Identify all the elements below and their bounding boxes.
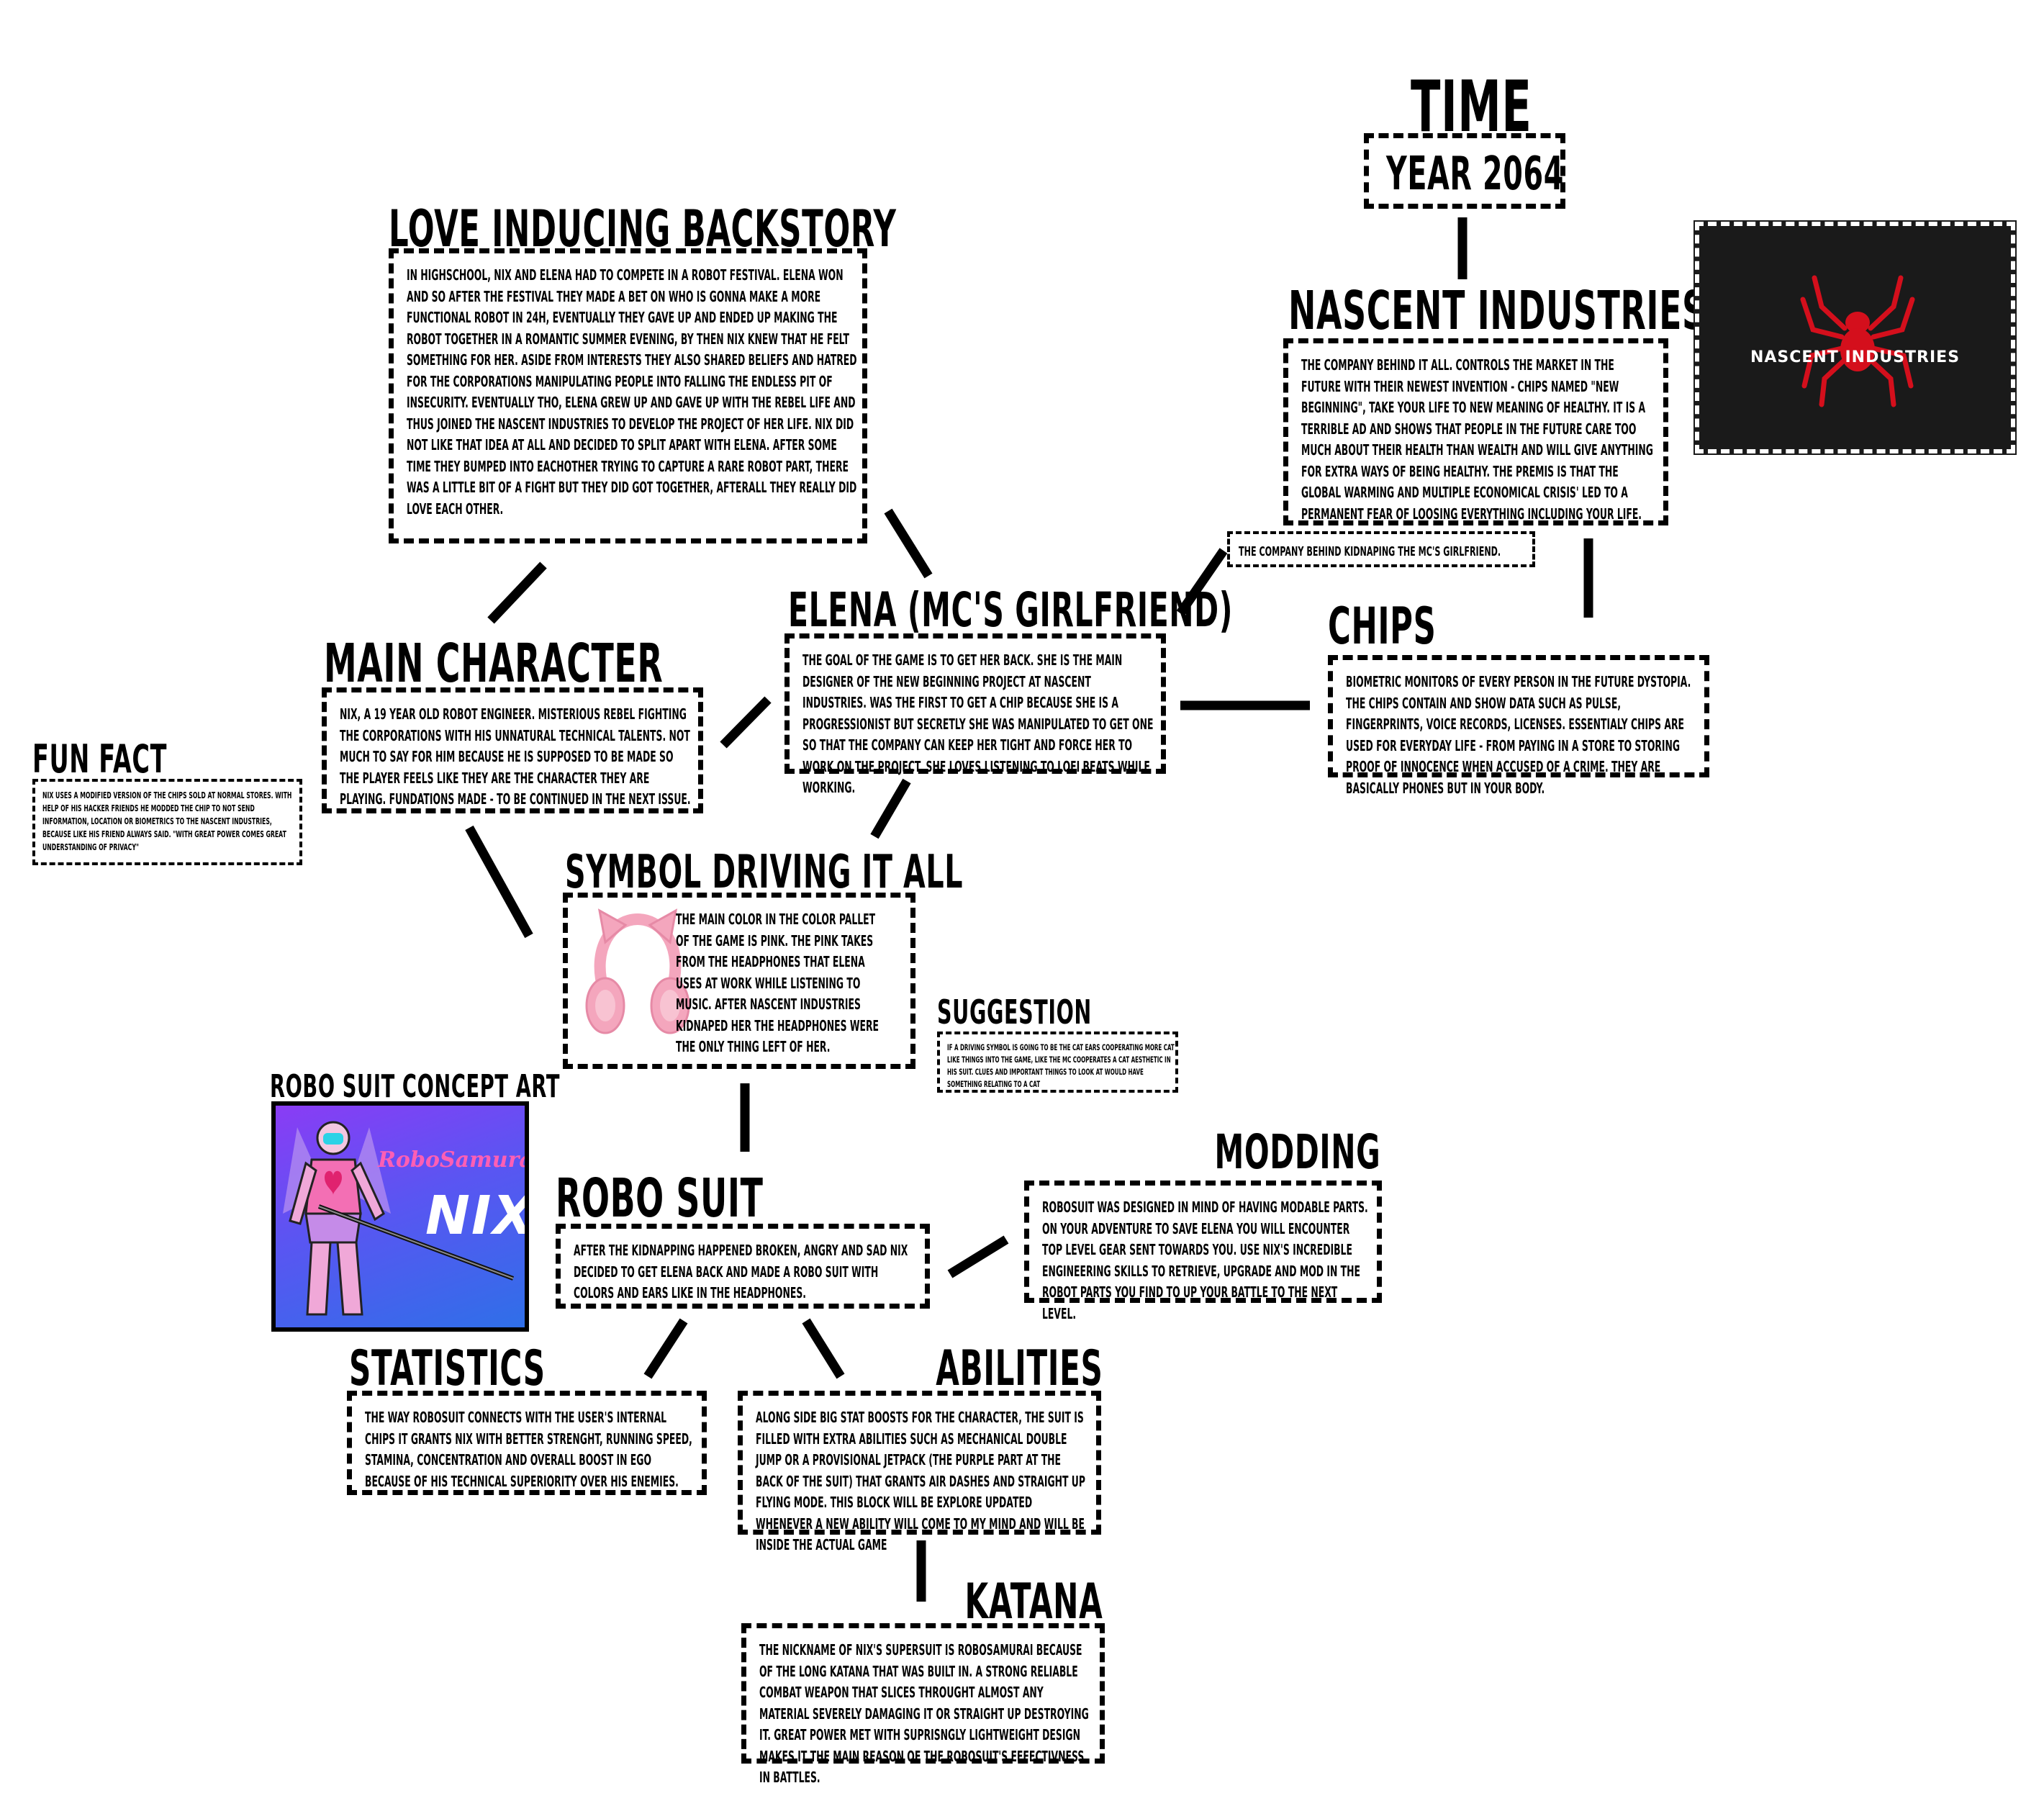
nascent-logo-text: NASCENT INDUSTRIES — [1750, 348, 1961, 366]
katana-text: The nickname of Nix's supersuit is RoboS… — [759, 1641, 1089, 1786]
chips-box: Biometric monitors of every person in th… — [1328, 655, 1709, 797]
elena-box: The goal of the game is to get her back.… — [784, 633, 1166, 796]
time-year: YEAR 2064 — [1386, 148, 1564, 201]
symbol-title: SYMBOL DRIVING IT ALL — [565, 846, 964, 899]
abilities-box: Along side big stat boosts for the chara… — [738, 1391, 1101, 1553]
robo-suit-box: After the kidnapping happened broken, an… — [556, 1224, 930, 1309]
modding-text: Robosuit was designed in mind of having … — [1042, 1199, 1368, 1322]
nascent-note: The company behind kidnaping the MC's gi… — [1239, 544, 1501, 559]
main-character-box: Nix, a 19 year old robot engineer. Miste… — [322, 687, 703, 813]
time-title: TIME — [1411, 66, 1532, 148]
chips-text: Biometric monitors of every person in th… — [1346, 673, 1691, 797]
suggestion-text: If a driving symbol is going to be the c… — [947, 1042, 1175, 1089]
modding-box: Robosuit was designed in mind of having … — [1024, 1181, 1382, 1322]
backstory-title: LOVE INDUCING BACKSTORY — [389, 199, 897, 258]
connector-backstory-main — [487, 561, 547, 624]
connector-main-elena — [720, 696, 772, 749]
statistics-text: The way robosuit connects with the user'… — [365, 1409, 692, 1490]
connector-nascent-elena — [1176, 548, 1228, 616]
suggestion-box: If a driving symbol is going to be the c… — [937, 1032, 1178, 1093]
pink-cat-ear-headphones-icon — [585, 908, 690, 1034]
symbol-text: The main color in the color pallet of th… — [676, 911, 879, 1055]
robo-suit-figure-icon — [283, 1121, 515, 1316]
connector-backstory-elena — [884, 508, 933, 579]
elena-text: The goal of the game is to get her back.… — [802, 651, 1154, 796]
statistics-title: STATISTICS — [349, 1340, 546, 1397]
concept-art-title: ROBO SUIT CONCEPT ART — [270, 1068, 561, 1105]
connector-main-symbol — [465, 825, 533, 939]
concept-art-logo: RoboSamurai — [378, 1147, 529, 1173]
statistics-box: The way robosuit connects with the user'… — [347, 1391, 707, 1495]
nascent-title: NASCENT INDUSTRIES — [1288, 280, 1706, 342]
connector-robosuit-modding — [947, 1235, 1009, 1278]
nascent-box: The company behind it all. Controls the … — [1283, 338, 1668, 525]
robo-suit-title: ROBO SUIT — [556, 1168, 764, 1229]
abilities-text: Along side big stat boosts for the chara… — [756, 1409, 1085, 1553]
time-year-box: YEAR 2064 — [1364, 133, 1565, 209]
backstory-text: In highschool, Nix and Elena had to comp… — [407, 266, 857, 518]
robo-suit-text: After the kidnapping happened broken, an… — [574, 1242, 908, 1301]
chips-title: CHIPS — [1328, 597, 1437, 656]
connector-robosuit-statistics — [643, 1318, 688, 1379]
symbol-box: The main color in the color pallet of th… — [563, 893, 915, 1069]
elena-title: ELENA (MC'S GIRLFRIEND) — [788, 582, 1234, 638]
nascent-text: The company behind it all. Controls the … — [1301, 356, 1653, 523]
connector-elena-symbol — [870, 778, 911, 839]
katana-title: KATANA — [964, 1574, 1103, 1630]
fun-fact-box: Nix uses a modified version of the chips… — [32, 779, 302, 865]
main-character-title: MAIN CHARACTER — [324, 633, 664, 695]
connector-robosuit-abilities — [802, 1318, 845, 1379]
nascent-logo: NASCENT INDUSTRIES — [1693, 220, 2017, 455]
concept-art-name: NIX — [425, 1185, 529, 1247]
backstory-box: In highschool, Nix and Elena had to comp… — [389, 248, 867, 543]
spider-icon — [1800, 275, 1915, 407]
fun-fact-text: Nix uses a modified version of the chips… — [42, 790, 292, 852]
abilities-title: ABILITIES — [935, 1340, 1103, 1397]
main-character-text: Nix, a 19 year old robot engineer. Miste… — [340, 705, 691, 808]
suggestion-title: SUGGESTION — [937, 993, 1092, 1032]
concept-art-image: RoboSamurai NIX — [271, 1101, 529, 1332]
modding-title: MODDING — [1214, 1124, 1380, 1180]
nascent-note-box: The company behind kidnaping the MC's gi… — [1227, 531, 1535, 567]
fun-fact-title: FUN FACT — [32, 736, 168, 782]
katana-box: The nickname of Nix's supersuit is RoboS… — [741, 1623, 1105, 1786]
